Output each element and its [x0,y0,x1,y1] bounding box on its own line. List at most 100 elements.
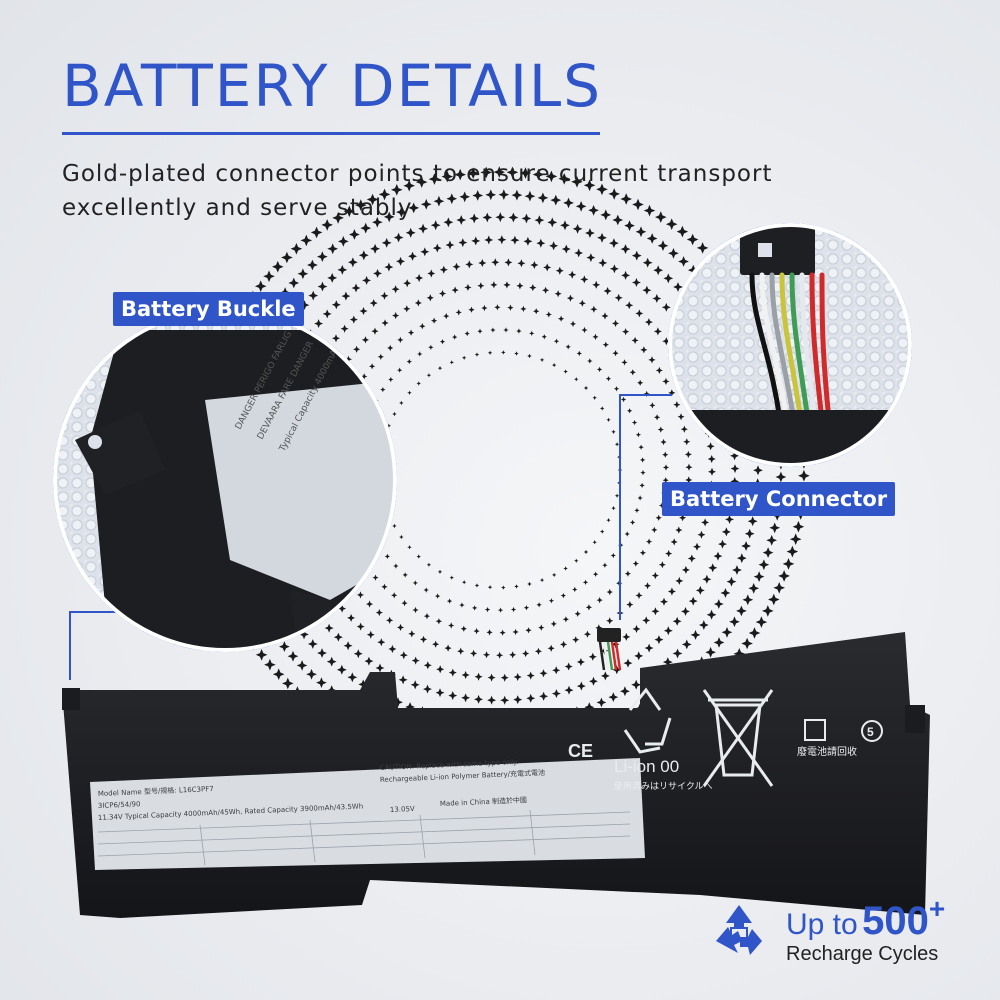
pattern-star [383,211,395,223]
pattern-star [651,607,660,616]
pattern-star [377,638,386,647]
pattern-star [551,689,561,698]
pattern-star [458,238,468,248]
pattern-star [349,229,360,240]
pattern-star [707,455,716,463]
pattern-star [701,518,710,527]
pattern-star [255,649,268,661]
pattern-star [514,351,519,356]
li-ion-mark: Li-ion 00 [614,757,679,776]
pattern-star [620,686,630,697]
pattern-star [436,665,445,674]
pattern-star [644,643,654,653]
pattern-star [444,644,452,652]
pattern-star [602,341,609,348]
pattern-star [576,681,586,691]
battery-buckle-zoom: DANGER PERIGO FARLIG DEVAARA FARE DANGER… [53,308,397,652]
pattern-star [640,346,648,354]
pattern-star [713,551,723,561]
pattern-star [713,599,724,609]
pattern-star [561,244,571,254]
callout-leader-lines [69,394,672,680]
pattern-star [530,261,539,269]
pattern-star [399,534,404,540]
pattern-star [748,627,761,639]
pattern-star [314,319,324,328]
pattern-star [347,672,358,683]
pattern-star [307,259,318,271]
pattern-star [688,596,698,606]
pattern-star [580,275,589,284]
pattern-star [606,417,611,422]
pattern-star [597,232,607,243]
pattern-star [482,212,493,223]
pattern-star [517,259,526,268]
pattern-star [364,656,374,666]
pattern-star [287,650,299,662]
pattern-star [317,251,328,262]
pattern-star [564,662,573,671]
pattern-star [672,648,683,659]
pattern-star [658,561,666,569]
pattern-star [736,553,747,563]
pattern-star [662,464,670,471]
pattern-star [685,463,693,471]
pattern-star [396,256,405,266]
pattern-star [576,658,585,666]
pattern-star [588,205,599,216]
pattern-star [377,353,384,360]
pattern-star [454,168,466,181]
pattern-star [655,211,667,223]
pattern-star [730,464,740,474]
pattern-star [499,629,506,636]
pattern-star [263,270,275,283]
pattern-star [491,258,500,267]
pattern-star [340,324,349,333]
plus-sign: + [928,893,946,924]
pattern-star [529,284,537,292]
pattern-star [696,242,709,254]
pattern-star [317,281,328,292]
pattern-star [545,170,558,183]
pattern-star [500,695,510,705]
pattern-star [702,574,712,584]
pattern-star [572,224,583,234]
pattern-star [769,522,781,534]
pattern-star [372,216,383,228]
pattern-star [419,323,426,330]
pattern-star [487,673,496,682]
pattern-star [622,632,631,641]
pattern-star [426,373,432,378]
pattern-star [472,605,478,611]
pattern-star [371,327,379,335]
pattern-star [660,597,668,606]
pattern-star [713,637,725,648]
pattern-star [729,616,740,628]
pattern-star [582,579,589,585]
pattern-star [608,692,619,702]
pattern-star [514,584,519,589]
pattern-star [522,650,530,658]
pattern-star [747,516,758,527]
subtitle-line-2: excellently and serve stably [62,195,413,221]
pattern-star [430,220,441,231]
pattern-star [501,350,506,355]
pattern-star [448,691,458,700]
pattern-star [408,251,417,261]
pattern-star [347,613,356,622]
pattern-star [634,507,640,513]
pattern-star [439,339,446,345]
pattern-star [494,304,501,311]
pattern-star [644,318,653,327]
pattern-star [474,694,483,704]
pattern-star [414,299,422,307]
pattern-star [695,585,705,595]
pattern-star [583,179,596,192]
pattern-star [449,575,454,580]
pattern-star [431,317,438,324]
pattern-star [532,168,545,181]
pattern-star [397,623,405,631]
pattern-star [353,649,363,659]
pattern-star [523,605,530,611]
pattern-star [595,624,603,632]
